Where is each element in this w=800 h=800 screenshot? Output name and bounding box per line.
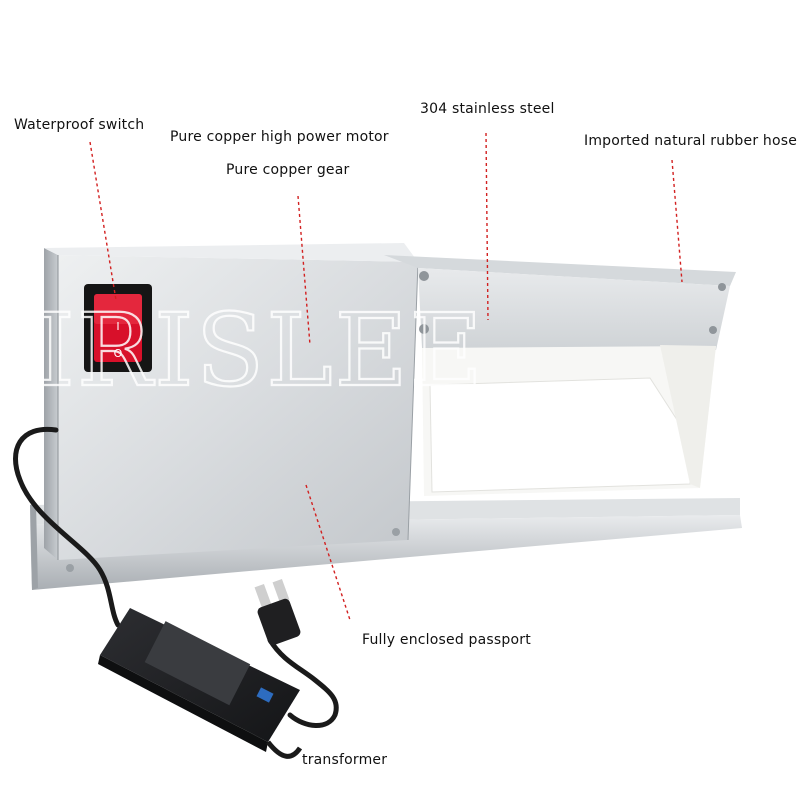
switch-on-symbol: I xyxy=(116,320,119,333)
waterproof-switch: I O xyxy=(84,284,152,372)
plug xyxy=(254,578,301,646)
stainless-hood xyxy=(384,255,736,496)
label-copper-gear: Pure copper gear xyxy=(226,162,350,178)
watermark-text: IRISLEE xyxy=(35,292,484,409)
power-cord xyxy=(13,426,339,728)
switch-off-symbol: O xyxy=(114,347,123,360)
label-rubber-hose: Imported natural rubber hose xyxy=(584,133,798,149)
label-fully-enclosed: Fully enclosed passport xyxy=(362,632,531,648)
label-stainless-steel: 304 stainless steel xyxy=(420,101,555,117)
leader-lines xyxy=(89,132,683,621)
label-transformer: transformer xyxy=(302,752,388,768)
label-copper-motor: Pure copper high power motor xyxy=(170,129,389,145)
power-adapter xyxy=(98,608,303,759)
label-waterproof-switch: Waterproof switch xyxy=(14,117,145,133)
